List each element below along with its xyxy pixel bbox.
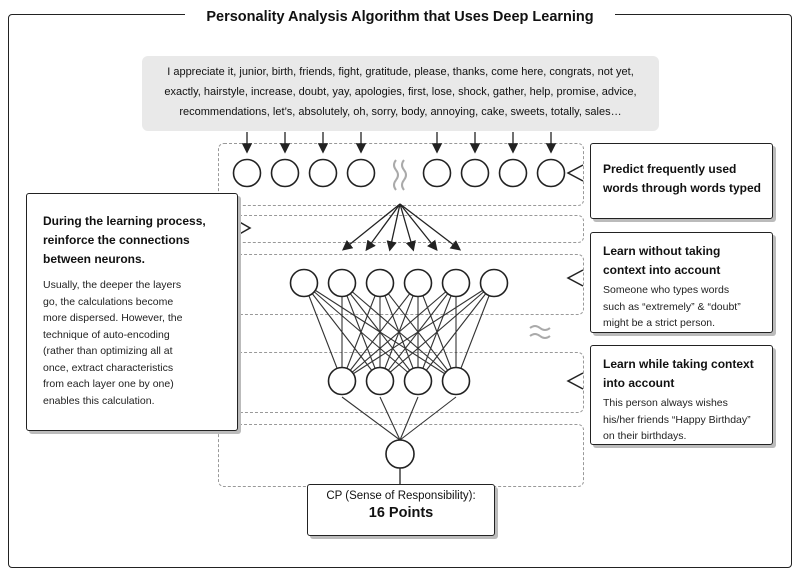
diagram-title: Personality Analysis Algorithm that Uses… — [185, 4, 615, 30]
input-words-line: exactly, hairstyle, increase, doubt, yay… — [164, 86, 637, 98]
right-callout-predict: Predict frequently used words through wo… — [590, 143, 773, 219]
hidden-neuron — [441, 366, 471, 396]
hidden-neuron — [441, 268, 471, 298]
input-neurons — [232, 158, 566, 188]
left-callout-heading: During the learning process, reinforce t… — [43, 214, 206, 266]
hidden-neuron — [479, 268, 509, 298]
callout-heading: Learn while taking context into account — [603, 357, 754, 390]
hidden-neuron — [403, 268, 433, 298]
hidden-neuron — [365, 366, 395, 396]
callout-heading: Learn without taking context into accoun… — [603, 244, 721, 277]
callout-body: Someone who types words such as “extreme… — [603, 284, 741, 329]
hidden-neuron — [327, 366, 357, 396]
left-callout: During the learning process, reinforce t… — [26, 193, 238, 431]
hidden-neuron — [365, 268, 395, 298]
callout-pointer — [566, 269, 584, 287]
input-neuron — [536, 158, 566, 188]
hidden-neuron — [289, 268, 319, 298]
result-label: CP (Sense of Responsibility): — [326, 490, 476, 502]
input-neuron — [308, 158, 338, 188]
output-neuron — [385, 439, 415, 469]
hidden-layer-1-neurons — [289, 268, 509, 298]
input-words-panel: I appreciate it, junior, birth, friends,… — [142, 56, 659, 131]
input-neuron — [498, 158, 528, 188]
input-neuron — [232, 158, 262, 188]
hidden-neuron — [403, 366, 433, 396]
callout-heading: Predict frequently used words through wo… — [603, 162, 761, 195]
wavy-ellipsis-icon — [529, 325, 551, 339]
input-words-line: recommendations, let’s, absolutely, oh, … — [179, 106, 622, 118]
input-neuron — [270, 158, 300, 188]
wavy-ellipsis-icon — [393, 159, 407, 191]
left-callout-pointer — [235, 218, 252, 238]
result-value: 16 Points — [368, 505, 434, 521]
hidden-neuron — [327, 268, 357, 298]
layer-connections — [303, 282, 495, 382]
output-connections — [341, 396, 457, 441]
fanout-arrows — [341, 203, 462, 252]
result-box: CP (Sense of Responsibility): 16 Points — [307, 484, 495, 536]
input-arrows — [241, 132, 557, 154]
left-callout-body: Usually, the deeper the layers go, the c… — [43, 279, 183, 407]
right-callout-no-context: Learn without taking context into accoun… — [590, 232, 773, 333]
input-neuron — [422, 158, 452, 188]
callout-body: This person always wishes his/her friend… — [603, 397, 751, 442]
callout-pointer — [566, 372, 584, 390]
input-neuron — [346, 158, 376, 188]
input-words-line: I appreciate it, junior, birth, friends,… — [167, 66, 634, 78]
right-callout-with-context: Learn while taking context into account … — [590, 345, 773, 445]
hidden-layer-2-neurons — [327, 366, 471, 396]
callout-pointer — [566, 164, 584, 182]
input-neuron — [460, 158, 490, 188]
